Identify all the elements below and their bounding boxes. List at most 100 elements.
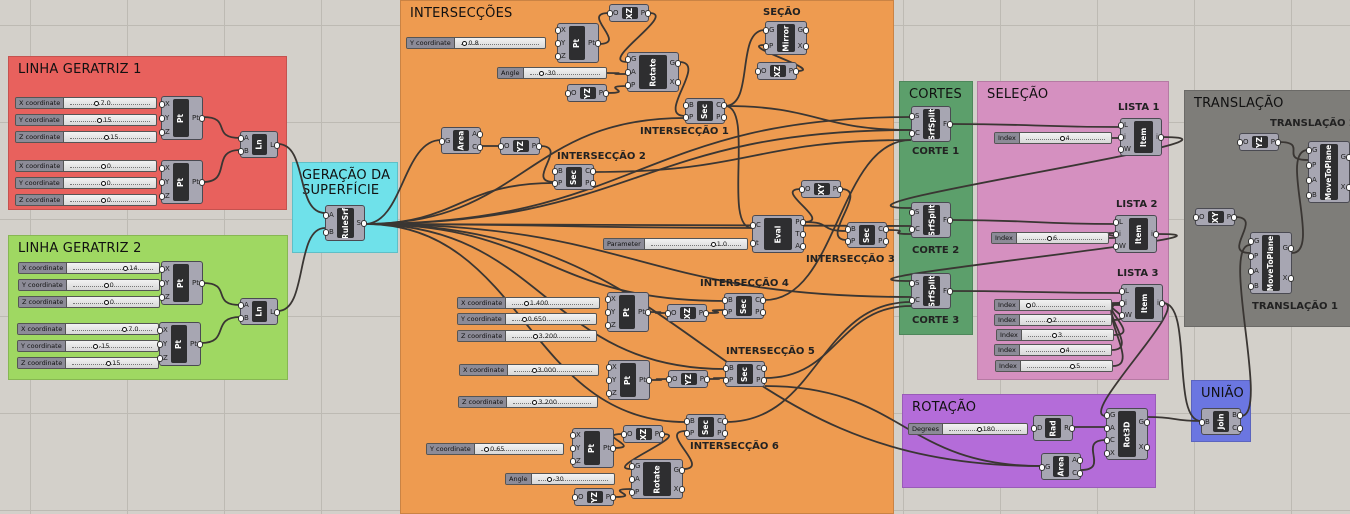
slider-track[interactable]: 1.400: [506, 298, 599, 308]
slider-track[interactable]: 6: [1016, 233, 1108, 243]
output-port[interactable]: P: [640, 9, 645, 17]
input-port[interactable]: G: [769, 26, 775, 34]
input-port[interactable]: Y: [165, 279, 170, 287]
output-port[interactable]: A: [795, 242, 800, 250]
input-port[interactable]: P: [851, 237, 856, 245]
slider-value[interactable]: 3: [1052, 330, 1062, 340]
input-port[interactable]: P: [728, 308, 733, 316]
input-port[interactable]: O: [805, 185, 811, 193]
output-port[interactable]: B: [1232, 411, 1237, 420]
number-slider[interactable]: Angle-30: [505, 473, 615, 485]
output-port[interactable]: P: [1270, 138, 1275, 146]
output-port[interactable]: G: [673, 465, 679, 474]
output-port[interactable]: G: [669, 58, 675, 67]
input-port[interactable]: Y: [612, 375, 617, 384]
slider-value[interactable]: 7.0: [122, 324, 138, 334]
output-port[interactable]: Pt: [638, 308, 645, 316]
output-port[interactable]: C: [472, 142, 477, 151]
output-port[interactable]: C: [717, 417, 722, 425]
input-port[interactable]: A: [631, 67, 636, 76]
slider-value[interactable]: -30: [539, 68, 556, 78]
output-port[interactable]: C: [1072, 468, 1077, 477]
input-port[interactable]: X: [612, 363, 617, 372]
slider-track[interactable]: 15: [64, 132, 156, 142]
output-port[interactable]: P: [795, 218, 800, 226]
input-port[interactable]: P: [631, 80, 636, 89]
slider-track[interactable]: 14: [67, 263, 159, 273]
output-port[interactable]: Pt: [192, 114, 199, 122]
output-port[interactable]: X: [1282, 274, 1288, 282]
input-port[interactable]: P: [729, 376, 734, 384]
input-port[interactable]: S: [915, 111, 920, 120]
output-port[interactable]: P: [598, 89, 603, 97]
slider-track[interactable]: -15: [65, 341, 158, 351]
input-port[interactable]: Z: [576, 456, 581, 465]
input-port[interactable]: A: [1254, 266, 1259, 275]
input-port[interactable]: Z: [165, 192, 170, 200]
input-port[interactable]: Z: [163, 354, 168, 362]
output-port[interactable]: Pt: [192, 178, 199, 186]
input-port[interactable]: L: [1119, 218, 1126, 226]
slider-value[interactable]: 7.0: [94, 98, 110, 108]
input-port[interactable]: G: [1312, 145, 1318, 154]
output-port[interactable]: P: [699, 375, 704, 383]
input-port[interactable]: C: [915, 128, 920, 137]
slider-value[interactable]: 1.400: [524, 298, 549, 308]
slider-track[interactable]: 15: [63, 115, 156, 125]
input-port[interactable]: Z: [165, 128, 170, 136]
output-port[interactable]: P: [531, 142, 536, 150]
slider-value[interactable]: -30: [547, 474, 564, 484]
output-port[interactable]: G: [1282, 244, 1288, 252]
slider-value[interactable]: 0.65: [484, 444, 504, 454]
input-port[interactable]: S: [915, 278, 920, 287]
input-port[interactable]: X: [165, 265, 170, 273]
input-port[interactable]: W: [1124, 145, 1131, 153]
input-port[interactable]: P: [558, 179, 563, 187]
input-port[interactable]: G: [445, 136, 451, 145]
input-port[interactable]: C: [1110, 436, 1115, 445]
input-port[interactable]: O: [1199, 213, 1205, 221]
input-port[interactable]: C: [915, 295, 920, 304]
input-port[interactable]: P: [769, 42, 774, 50]
input-port[interactable]: O: [571, 89, 577, 97]
output-port[interactable]: P: [654, 430, 659, 438]
slider-track[interactable]: 180: [943, 424, 1027, 434]
output-port[interactable]: L: [270, 140, 274, 149]
input-port[interactable]: Y: [611, 307, 616, 316]
input-port[interactable]: W: [1119, 242, 1126, 250]
input-port[interactable]: B: [1254, 281, 1259, 290]
input-port[interactable]: Y: [576, 443, 581, 452]
output-port[interactable]: P: [605, 493, 610, 501]
slider-track[interactable]: 3.200: [507, 397, 597, 407]
slider-track[interactable]: 4: [1019, 345, 1111, 355]
slider-value[interactable]: 1.0: [711, 239, 727, 249]
slider-value[interactable]: -15: [93, 341, 110, 351]
input-port[interactable]: O: [578, 493, 584, 501]
output-port[interactable]: P: [788, 67, 793, 75]
output-port[interactable]: A: [1072, 456, 1077, 465]
